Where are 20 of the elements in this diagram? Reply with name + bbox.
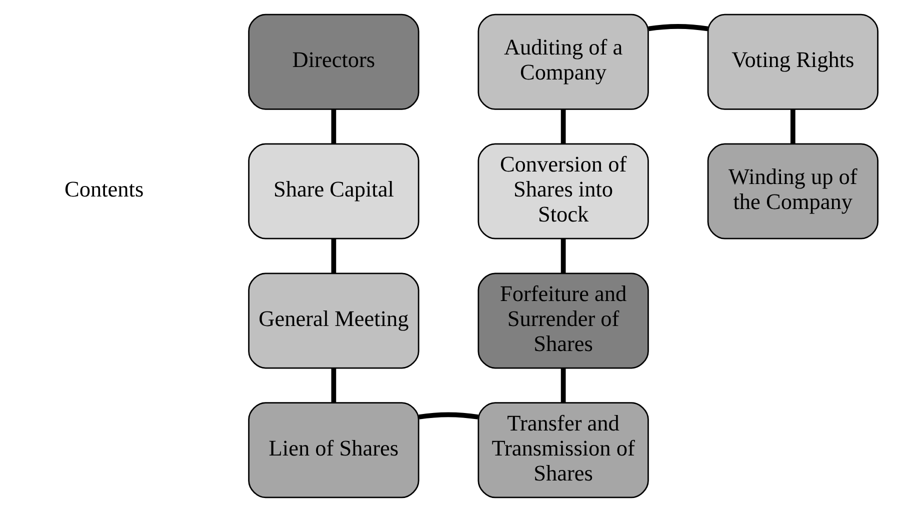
node-box: Conversion of Shares into Stock bbox=[478, 142, 649, 239]
connector bbox=[331, 368, 336, 402]
connector bbox=[331, 108, 336, 144]
node-box: Directors bbox=[248, 13, 420, 110]
node-box: Transfer and Transmission of Shares bbox=[478, 402, 649, 498]
node-box: Voting Rights bbox=[707, 13, 878, 110]
node-box: Forfeiture and Surrender of Shares bbox=[478, 272, 649, 368]
node-box: Share Capital bbox=[248, 142, 420, 239]
connector bbox=[648, 23, 708, 31]
connector bbox=[331, 238, 336, 273]
connector bbox=[560, 368, 566, 402]
connector bbox=[560, 238, 566, 273]
node-box: Auditing of a Company bbox=[478, 13, 649, 110]
label: Contents bbox=[64, 176, 144, 202]
connector bbox=[790, 108, 796, 144]
connector bbox=[418, 412, 478, 419]
node-box: Lien of Shares bbox=[248, 402, 420, 498]
node-box: Winding up of the Company bbox=[707, 142, 878, 239]
connector bbox=[560, 108, 566, 144]
node-box: General Meeting bbox=[248, 272, 420, 368]
